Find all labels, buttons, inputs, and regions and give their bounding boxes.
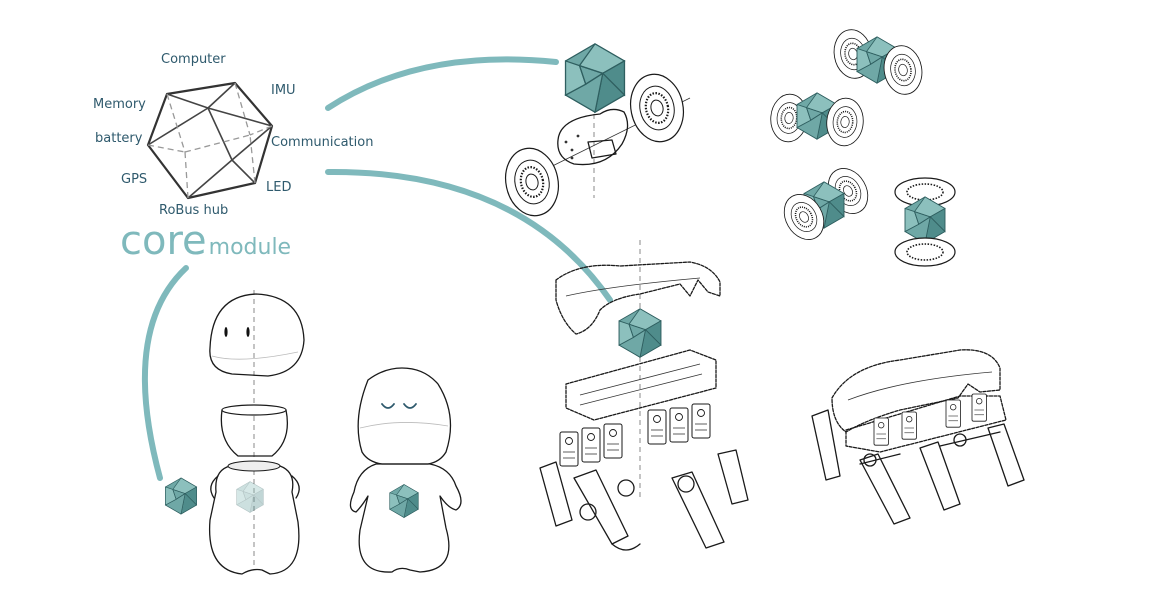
label-computer: Computer bbox=[161, 52, 226, 67]
label-battery: battery bbox=[95, 131, 143, 146]
arc-to-humanoid bbox=[141, 265, 189, 481]
title-core: core bbox=[120, 218, 207, 264]
wheeled-variant-3 bbox=[775, 160, 877, 248]
label-communication: Communication bbox=[271, 135, 373, 150]
label-led: LED bbox=[266, 180, 291, 195]
wheeled-variant-4 bbox=[894, 177, 956, 267]
quadruped-robot-assembled bbox=[811, 349, 1025, 525]
humanoid-companion-assembled bbox=[349, 367, 462, 573]
arc-to-quadruped bbox=[325, 168, 613, 303]
humanoid-companion-exploded bbox=[165, 290, 305, 575]
label-memory: Memory bbox=[93, 97, 146, 112]
wheeled-variant-2 bbox=[768, 91, 866, 149]
wheeled-variant-1 bbox=[829, 25, 927, 99]
title-module: module bbox=[209, 235, 291, 260]
wheeled-robot-variants bbox=[768, 25, 956, 267]
arc-to-wheeled-robot bbox=[325, 56, 559, 111]
core-icosahedron-wireframe bbox=[146, 81, 274, 200]
quadruped-robot-exploded bbox=[539, 240, 749, 551]
core-module-title: coremodule bbox=[120, 218, 291, 264]
label-imu: IMU bbox=[271, 83, 296, 98]
label-gps: GPS bbox=[121, 172, 147, 187]
wheeled-robot-exploded bbox=[498, 43, 691, 222]
label-robus-hub: RoBus hub bbox=[159, 203, 228, 218]
